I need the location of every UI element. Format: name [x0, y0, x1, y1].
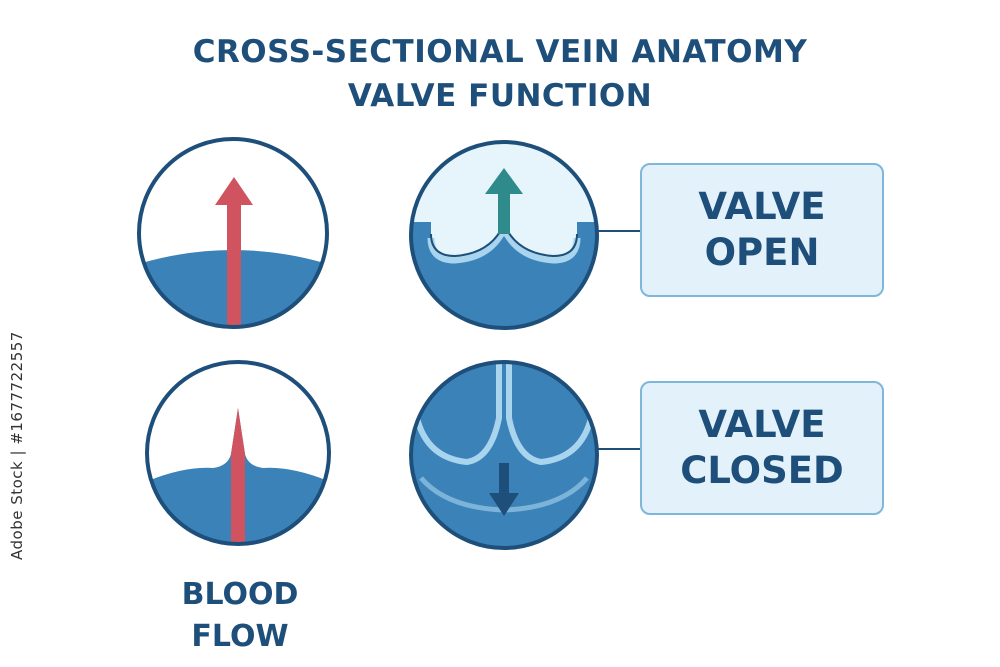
valve-closed-label-box: VALVE CLOSED [640, 381, 884, 515]
blood-flow-label: BLOOD FLOW [150, 574, 330, 658]
valve-open-icon [409, 140, 599, 330]
valve-open-line-1: VALVE [698, 185, 826, 228]
blood-flow-spike-icon [145, 360, 331, 546]
title-line-1: CROSS-SECTIONAL VEIN ANATOMY [192, 34, 808, 70]
stock-watermark: Adobe Stock | #1677722557 [8, 331, 26, 560]
title-line-2: VALVE FUNCTION [347, 78, 653, 114]
blood-flow-upward-icon [137, 137, 329, 329]
valve-closed-icon [409, 360, 599, 550]
connector-open [598, 230, 640, 232]
blood-flow-line-1: BLOOD [181, 577, 299, 612]
valve-open-label-box: VALVE OPEN [640, 163, 884, 297]
valve-closed-line-2: CLOSED [680, 449, 844, 492]
valve-closed-line-1: VALVE [698, 403, 826, 446]
connector-closed [598, 448, 640, 450]
blood-flow-line-2: FLOW [191, 619, 289, 654]
valve-open-line-2: OPEN [704, 231, 820, 274]
